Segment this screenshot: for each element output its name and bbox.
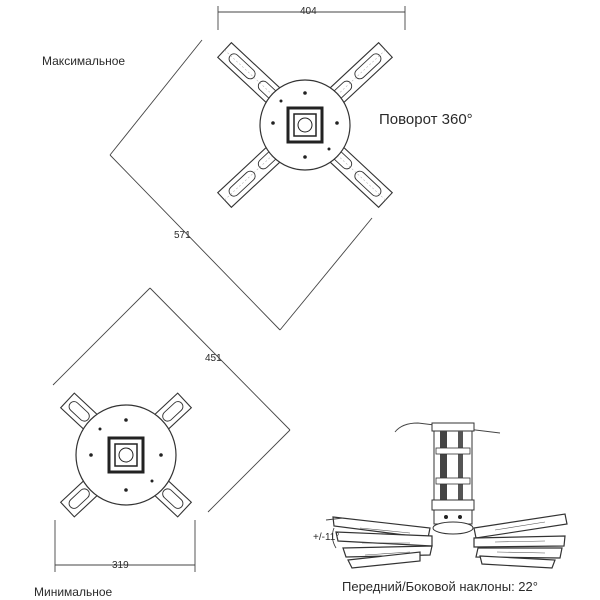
ceiling-line: [394, 422, 501, 434]
min-arms: [60, 392, 192, 518]
tilt-arms-right: [473, 513, 568, 569]
tilt-label: Передний/Боковой наклоны: 22°: [342, 579, 538, 594]
dim-label-451: 451: [205, 353, 222, 364]
dim-451-upper: [52, 287, 151, 386]
dim-label-404: 404: [300, 6, 317, 17]
tilt-arms-left: [332, 516, 433, 569]
angle-arc: [331, 527, 337, 549]
dim-line-571: [109, 154, 281, 331]
tilt-side-view: [325, 422, 568, 569]
max-arms: [217, 42, 393, 208]
dim-line-451: [149, 287, 291, 431]
rotation-label: Поворот 360°: [379, 111, 473, 128]
dim-451-lower: [207, 429, 291, 513]
dim-label-319: 319: [112, 560, 129, 571]
angle-ref-line: [325, 517, 344, 521]
tilt-angle-label: +/-11°: [313, 532, 340, 543]
min-bracket-drawing: [52, 287, 291, 572]
dim-ext-upper: [109, 39, 203, 156]
max-caption: Максимальное: [42, 54, 126, 68]
max-bracket-drawing: [109, 6, 406, 331]
min-caption: Минимальное: [34, 585, 113, 599]
dim-ext-lower: [279, 217, 373, 331]
dim-label-571: 571: [174, 230, 191, 241]
